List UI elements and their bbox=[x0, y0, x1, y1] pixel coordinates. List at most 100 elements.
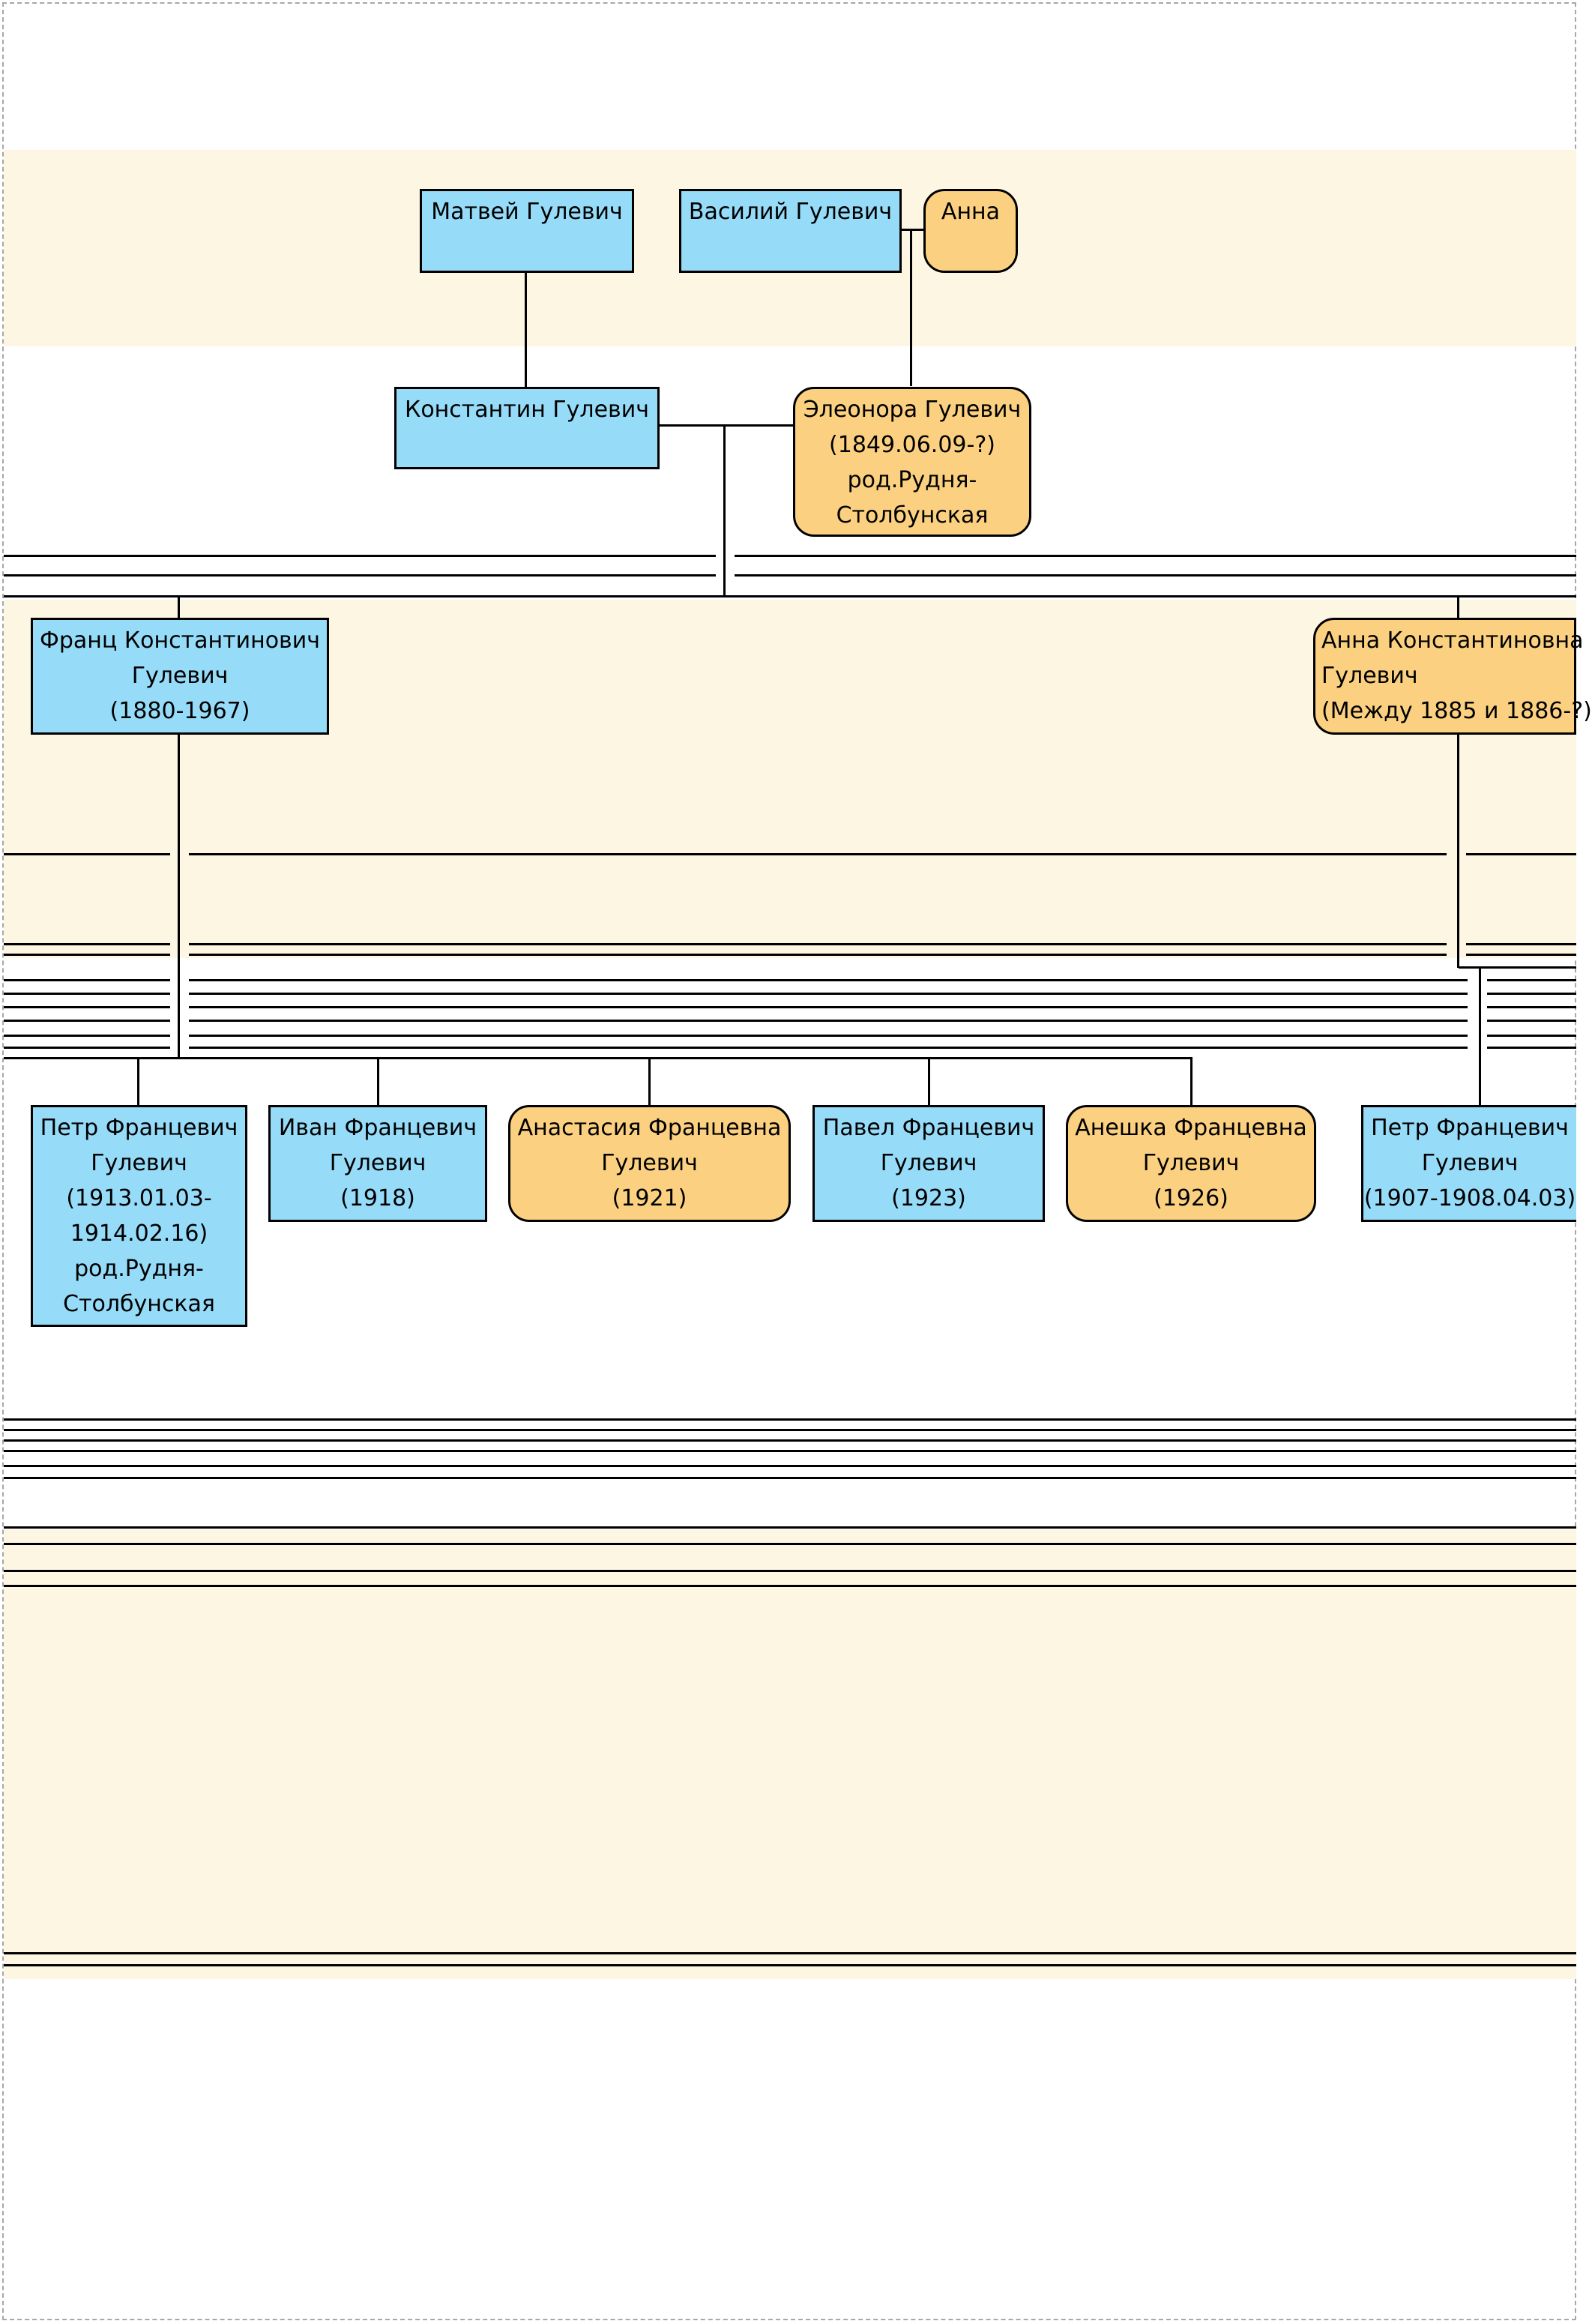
person-konstantin[interactable]: Константин Гулевич bbox=[394, 387, 660, 469]
rule-line bbox=[4, 1020, 170, 1022]
rule-line bbox=[4, 1526, 1576, 1529]
generation-connector-line bbox=[4, 595, 1576, 597]
person-text-line: Константин Гулевич bbox=[405, 397, 649, 423]
rule-line bbox=[735, 574, 1576, 577]
rule-line bbox=[4, 954, 170, 956]
person-text-line: Павел Францевич bbox=[822, 1115, 1035, 1141]
person-text-line: Анастасия Францевна bbox=[517, 1115, 782, 1141]
rule-line bbox=[4, 574, 716, 577]
rule-line bbox=[189, 954, 1447, 956]
person-text-line: (1926) bbox=[1154, 1185, 1228, 1211]
rule-line bbox=[4, 1418, 1576, 1421]
rule-line bbox=[4, 853, 170, 855]
rule-line bbox=[4, 1439, 1576, 1442]
rule-line bbox=[189, 979, 1468, 981]
parent-child-line bbox=[1457, 595, 1459, 618]
rule-line bbox=[189, 1047, 1468, 1049]
person-text-line: род.Рудня- bbox=[847, 467, 977, 493]
rule-line bbox=[1487, 993, 1576, 995]
rule-line bbox=[4, 1570, 1576, 1572]
person-text-line: Гулевич bbox=[1321, 663, 1418, 689]
person-text-line: Петр Францевич bbox=[40, 1115, 238, 1141]
parent-child-line bbox=[648, 1057, 651, 1106]
person-text-line: Гулевич bbox=[131, 663, 229, 689]
person-text-line: (1918) bbox=[340, 1185, 415, 1211]
rule-line bbox=[189, 943, 1447, 945]
person-text-line: Петр Францевич bbox=[1371, 1115, 1569, 1141]
parent-child-line bbox=[525, 271, 527, 387]
rule-line bbox=[1466, 943, 1576, 945]
person-text-line: Анна Константиновна bbox=[1321, 627, 1584, 654]
rule-line bbox=[4, 1035, 170, 1037]
rule-line bbox=[735, 555, 1576, 557]
parent-child-line bbox=[178, 595, 180, 618]
person-text-line: Иван Францевич bbox=[278, 1115, 477, 1141]
person-text-line: Гулевич bbox=[601, 1150, 698, 1176]
person-text-line: Гулевич bbox=[1142, 1150, 1240, 1176]
rule-line bbox=[4, 979, 170, 981]
parent-child-line bbox=[137, 1057, 139, 1106]
rule-line bbox=[4, 943, 170, 945]
person-text-line: (Между 1885 и 1886-?) bbox=[1321, 698, 1592, 724]
rule-line bbox=[1487, 1047, 1576, 1049]
person-matvey[interactable]: Матвей Гулевич bbox=[420, 189, 634, 273]
person-text-line: Элеонора Гулевич bbox=[803, 397, 1022, 423]
person-text-line: Столбунская bbox=[836, 502, 989, 529]
rule-line bbox=[4, 1450, 1576, 1452]
rule-line bbox=[1466, 954, 1576, 956]
parent-child-line bbox=[1190, 1057, 1193, 1106]
connector-line bbox=[1459, 966, 1576, 969]
rule-line bbox=[4, 1952, 1576, 1954]
person-text-line: Гулевич bbox=[329, 1150, 426, 1176]
rule-line bbox=[1487, 1035, 1576, 1037]
person-text-line: (1849.06.09-?) bbox=[829, 432, 995, 458]
generation-band-5 bbox=[4, 1529, 1576, 1979]
siblings-connector-line bbox=[4, 1057, 1193, 1059]
rule-line bbox=[4, 555, 716, 557]
person-eleonora[interactable]: Элеонора Гулевич (1849.06.09-?) род.Рудня-… bbox=[793, 387, 1031, 537]
person-text-line: 1914.02.16) bbox=[70, 1220, 208, 1247]
rule-line bbox=[1487, 1006, 1576, 1008]
person-text-line: Франц Константинович bbox=[40, 627, 320, 654]
rule-line bbox=[4, 1964, 1576, 1966]
parent-child-line bbox=[928, 1057, 930, 1106]
person-text-line: Гулевич bbox=[1421, 1150, 1519, 1176]
person-text-line: Гулевич bbox=[880, 1150, 977, 1176]
person-vasily[interactable]: Василий Гулевич bbox=[679, 189, 902, 273]
person-text-line: (1913.01.03- bbox=[66, 1185, 212, 1211]
rule-line bbox=[4, 993, 170, 995]
rule-line bbox=[189, 853, 1447, 855]
person-text-line: Анна bbox=[941, 199, 1001, 225]
person-text-line: Василий Гулевич bbox=[688, 199, 893, 225]
rule-line bbox=[4, 1047, 170, 1049]
person-text-line: (1921) bbox=[612, 1185, 687, 1211]
person-text-line: Гулевич bbox=[91, 1150, 187, 1176]
rule-line bbox=[1487, 979, 1576, 981]
person-text-line: (1880-1967) bbox=[109, 698, 250, 724]
parent-child-line bbox=[1457, 733, 1459, 968]
rule-line bbox=[4, 1585, 1576, 1587]
person-text-line: Столбунская bbox=[63, 1291, 215, 1317]
rule-line bbox=[4, 1543, 1576, 1545]
spouse-connector-line bbox=[658, 424, 795, 427]
rule-line bbox=[189, 1020, 1468, 1022]
spouse-connector-line bbox=[900, 229, 925, 231]
person-anna[interactable]: Анна bbox=[923, 189, 1018, 273]
rule-line bbox=[1466, 853, 1576, 855]
rule-line bbox=[189, 1006, 1468, 1008]
person-text-line: Анешка Францевна bbox=[1075, 1115, 1307, 1141]
person-text-line: род.Рудня- bbox=[74, 1256, 204, 1282]
parent-child-line bbox=[178, 733, 180, 1059]
rule-line bbox=[4, 1006, 170, 1008]
person-text-line: (1907-1908.04.03) bbox=[1363, 1185, 1576, 1211]
rule-line bbox=[189, 993, 1468, 995]
